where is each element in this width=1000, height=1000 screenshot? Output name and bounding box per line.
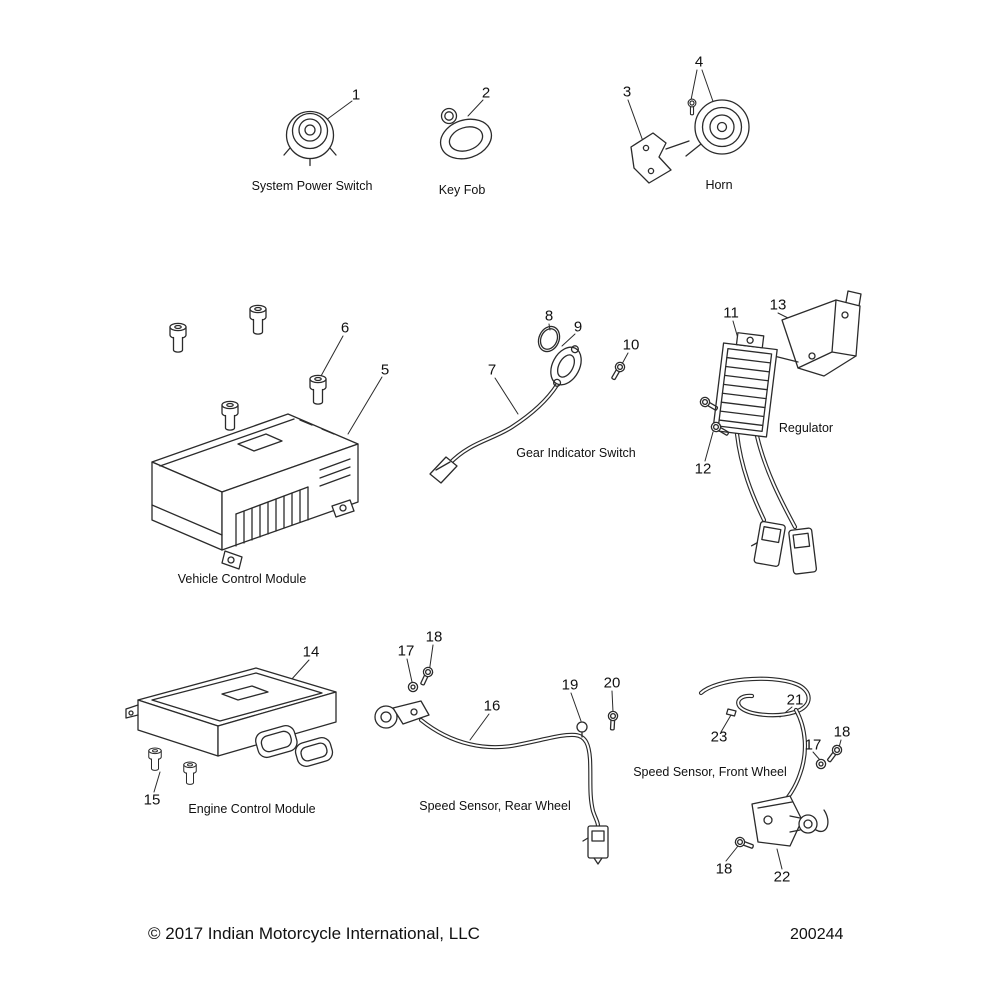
label-key-fob: Key Fob (438, 183, 486, 197)
speed-sensor-rear-wheel-drawing (374, 665, 619, 865)
diagram-number: 200244 (790, 926, 844, 943)
engine-control-module-drawing (125, 667, 337, 785)
system-power-switch-drawing (283, 110, 337, 167)
callout-1: 1 (351, 86, 361, 104)
horn-drawing (630, 98, 750, 184)
callout-18b: 18 (833, 723, 851, 741)
label-gear-indicator-switch: Gear Indicator Switch (516, 446, 636, 460)
callout-18c: 18 (715, 860, 733, 878)
callout-10: 10 (622, 336, 640, 354)
regulator-drawing (698, 290, 862, 575)
copyright-text: © 2017 Indian Motorcycle International, … (148, 924, 480, 943)
callout-13: 13 (769, 296, 787, 314)
callout-9: 9 (573, 318, 583, 336)
callout-20: 20 (603, 674, 621, 692)
callout-2: 2 (481, 84, 491, 102)
label-regulator: Regulator (778, 421, 834, 435)
callout-5: 5 (380, 361, 390, 379)
callout-7: 7 (487, 361, 497, 379)
label-engine-control-module: Engine Control Module (188, 802, 316, 816)
speed-sensor-front-wheel-drawing (698, 676, 845, 852)
callout-16: 16 (483, 697, 501, 715)
callout-17b: 17 (804, 736, 822, 754)
label-vehicle-control-module: Vehicle Control Module (177, 572, 307, 586)
callout-19: 19 (561, 676, 579, 694)
callout-11: 11 (723, 304, 739, 322)
callout-3: 3 (622, 83, 632, 101)
callout-21: 21 (786, 691, 804, 709)
callout-8: 8 (544, 307, 554, 325)
callout-18a: 18 (425, 628, 443, 646)
vehicle-control-module-drawing (151, 304, 359, 570)
label-system-power-switch: System Power Switch (251, 179, 373, 193)
callout-12: 12 (694, 460, 712, 478)
callout-15: 15 (143, 791, 161, 809)
label-horn: Horn (705, 178, 733, 192)
gear-indicator-switch-drawing (429, 325, 627, 484)
callout-22: 22 (773, 868, 791, 886)
callout-23: 23 (710, 728, 728, 746)
callout-4: 4 (694, 53, 704, 71)
callout-17a: 17 (397, 642, 415, 660)
key-fob-drawing (439, 107, 493, 160)
callout-14: 14 (302, 643, 320, 661)
label-speed-sensor-rear-wheel: Speed Sensor, Rear Wheel (419, 799, 571, 813)
callout-6: 6 (340, 319, 350, 337)
label-speed-sensor-front-wheel: Speed Sensor, Front Wheel (633, 765, 787, 779)
